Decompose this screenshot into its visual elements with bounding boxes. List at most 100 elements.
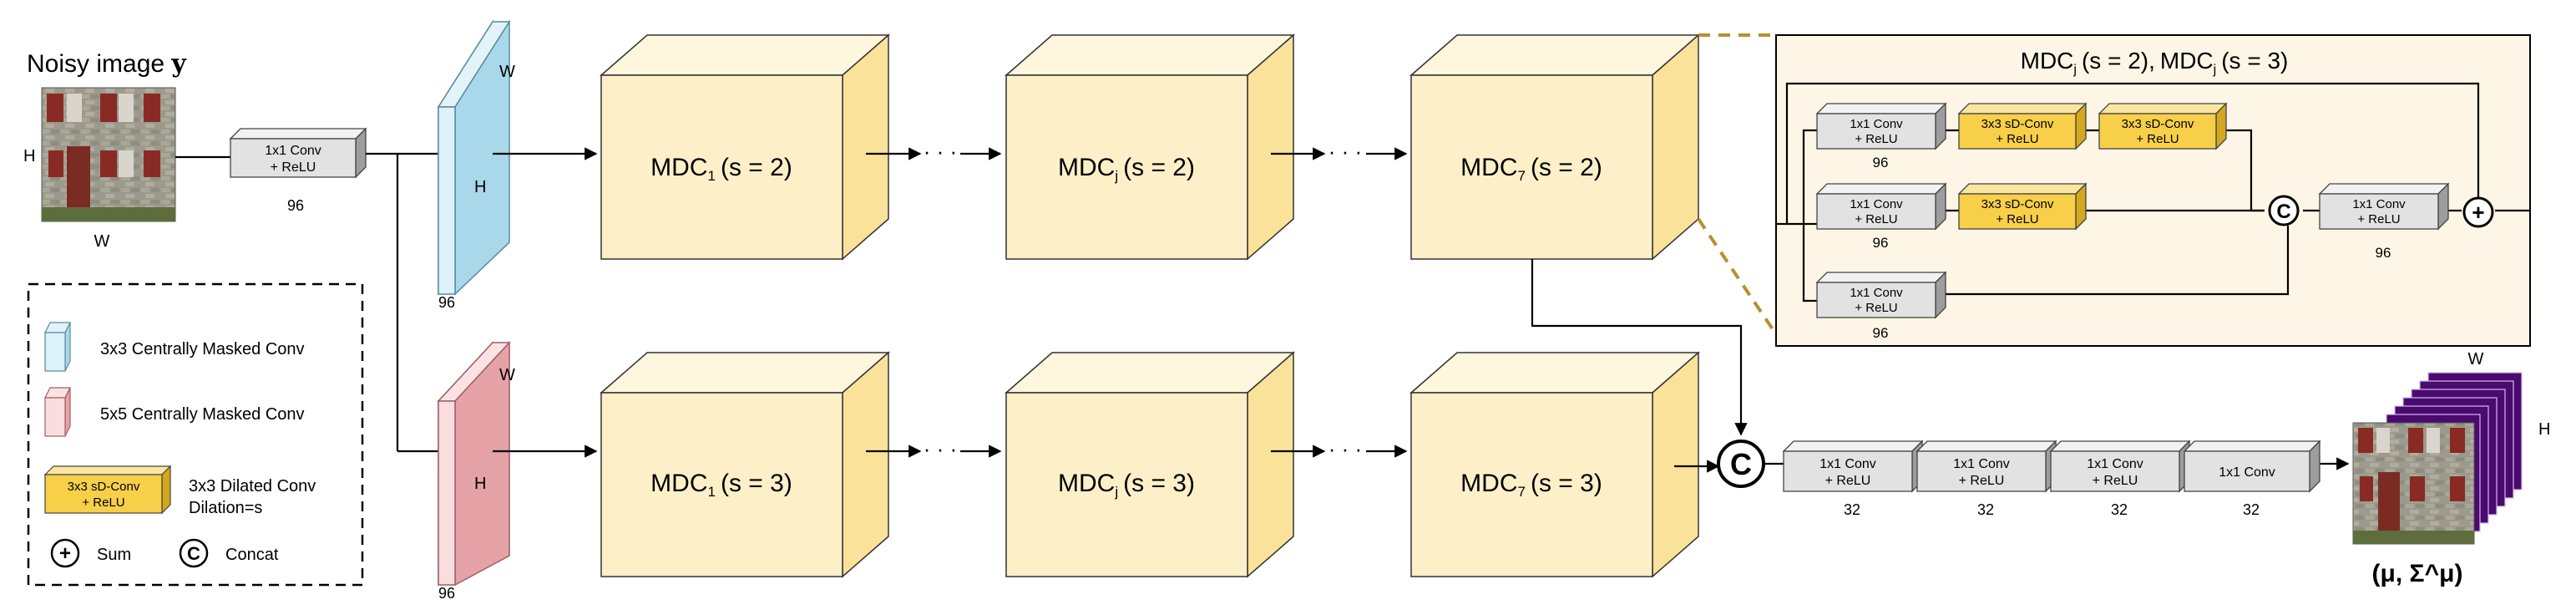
- mdc-block-bottom-j: MDCj(s = 3): [1005, 351, 1295, 578]
- stem-label-line1: 1x1 Conv: [265, 144, 321, 158]
- masked-conv-top: H W 96: [437, 19, 515, 311]
- svg-text:+ ReLU: + ReLU: [82, 496, 124, 510]
- legend-item-sum: + Sum: [50, 538, 131, 568]
- svg-text:C: C: [1730, 447, 1752, 481]
- detail-conv1x1-row2: 1x1 Conv + ReLU 96: [1815, 182, 1947, 251]
- head-concat-icon: C: [1717, 440, 1765, 488]
- svg-text:Dilation=s: Dilation=s: [189, 499, 262, 517]
- svg-text:1x1 Conv: 1x1 Conv: [1850, 117, 1903, 131]
- dots-bottom-1: · · ·: [924, 436, 957, 461]
- output-h-label: H: [2538, 420, 2550, 439]
- stem-branch-edges: [366, 152, 443, 453]
- detail-panel-title: MDCj(s = 2),MDCj(s = 3): [2021, 48, 2289, 77]
- svg-text:+ ReLU: + ReLU: [2357, 212, 2400, 226]
- detail-conv1x1-row3: 1x1 Conv + ReLU 96: [1815, 271, 1947, 341]
- svg-text:C: C: [2276, 201, 2290, 223]
- masked-bottom-channels: 96: [438, 585, 455, 602]
- svg-text:96: 96: [2376, 245, 2391, 261]
- svg-text:96: 96: [1873, 235, 1889, 251]
- mdc-block-bottom-1: MDC1(s = 3): [600, 351, 890, 578]
- svg-text:+: +: [59, 542, 71, 565]
- svg-text:Sum: Sum: [97, 546, 131, 564]
- svg-text:32: 32: [2111, 501, 2128, 518]
- svg-text:3x3 sD-Conv: 3x3 sD-Conv: [1981, 197, 2054, 211]
- svg-text:3x3 Dilated Conv: 3x3 Dilated Conv: [189, 477, 316, 496]
- masked-top-channels: 96: [438, 294, 455, 311]
- mdc-block-bottom-7: MDC7(s = 3): [1409, 351, 1700, 578]
- svg-text:+ ReLU: + ReLU: [1855, 132, 1897, 146]
- masked-top-w-label: W: [499, 63, 515, 81]
- detail-concat-icon: C: [2268, 195, 2300, 226]
- edge-top-mdc7-to-concat: [1531, 259, 1748, 436]
- legend-item-concat: C Concat: [179, 538, 279, 568]
- svg-text:+ ReLU: + ReLU: [2136, 132, 2179, 146]
- masked-conv-bottom: H W 96: [437, 341, 515, 602]
- svg-text:+ ReLU: + ReLU: [1855, 212, 1897, 226]
- svg-text:1x1 Conv: 1x1 Conv: [2219, 465, 2275, 480]
- output-w-label: W: [2468, 350, 2484, 368]
- mdc-block-top-7: MDC7(s = 2): [1409, 33, 1700, 261]
- svg-text:3x3 sD-Conv: 3x3 sD-Conv: [2122, 117, 2194, 131]
- svg-text:+ ReLU: + ReLU: [2093, 474, 2138, 488]
- masked-bottom-h-label: H: [474, 475, 486, 493]
- svg-text:+ ReLU: + ReLU: [1996, 212, 2038, 226]
- mdc-bottom-7-label: MDC7(s = 3): [1460, 470, 1602, 500]
- output-stack: W H (μ, Σ^μ): [2352, 350, 2550, 587]
- legend-item-5x5-masked: 5x5 Centrally Masked Conv: [44, 387, 305, 437]
- noisy-image-thumbnail: [41, 87, 176, 222]
- mdc-row-connectors: [866, 147, 1408, 458]
- dots-bottom-2: · · ·: [1328, 436, 1362, 461]
- legend-item-3x3-masked: 3x3 Centrally Masked Conv: [44, 322, 305, 372]
- svg-text:32: 32: [1844, 501, 1860, 518]
- head-layer-3: 1x1 Conv + ReLU 32: [2049, 440, 2191, 518]
- mdc-top-7-label: MDC7(s = 2): [1460, 154, 1602, 184]
- detail-panel-edges: [1776, 82, 2530, 302]
- svg-text:1x1 Conv: 1x1 Conv: [1819, 457, 1876, 471]
- detail-sum-icon: +: [2462, 196, 2494, 228]
- svg-text:1x1 Conv: 1x1 Conv: [1850, 286, 1903, 300]
- detail-conv1x1-row1: 1x1 Conv + ReLU 96: [1815, 102, 1947, 170]
- svg-text:3x3 sD-Conv: 3x3 sD-Conv: [1981, 117, 2054, 131]
- svg-text:3x3 sD-Conv: 3x3 sD-Conv: [68, 480, 140, 494]
- masked-bottom-w-label: W: [499, 366, 515, 384]
- stem-conv-block: 1x1 Conv + ReLU 96: [229, 127, 367, 214]
- head-layer-1: 1x1 Conv + ReLU 32: [1782, 440, 1924, 518]
- input-w-label: W: [94, 232, 110, 251]
- input-title: Noisy image y: [27, 49, 187, 79]
- svg-text:+ ReLU: + ReLU: [1825, 474, 1871, 488]
- mdc-bottom-1-label: MDC1(s = 3): [650, 470, 792, 500]
- svg-text:3x3 Centrally Masked Conv: 3x3 Centrally Masked Conv: [100, 340, 305, 358]
- svg-text:C: C: [187, 543, 200, 564]
- input-h-label: H: [23, 147, 35, 165]
- head-layer-4: 1x1 Conv 32: [2183, 440, 2321, 518]
- zoom-line-bottom: [1697, 217, 1778, 336]
- detail-conv1x1-final: 1x1 Conv + ReLU 96: [2318, 182, 2450, 261]
- svg-text:5x5 Centrally Masked Conv: 5x5 Centrally Masked Conv: [100, 405, 305, 424]
- input-section: Noisy image y H W: [23, 49, 187, 251]
- svg-text:Concat: Concat: [225, 546, 279, 564]
- dots-top-1: · · ·: [924, 139, 957, 164]
- mdc-bottom-j-label: MDCj(s = 3): [1058, 470, 1195, 500]
- mdc-top-1-label: MDC1(s = 2): [650, 154, 792, 184]
- svg-text:+ ReLU: + ReLU: [1855, 301, 1897, 315]
- mdc-block-top-j: MDCj(s = 2): [1005, 33, 1295, 261]
- svg-text:1x1 Conv: 1x1 Conv: [2087, 457, 2143, 471]
- head-layer-2: 1x1 Conv + ReLU 32: [1916, 440, 2057, 518]
- masked-top-h-label: H: [474, 178, 486, 196]
- svg-text:1x1 Conv: 1x1 Conv: [2352, 197, 2406, 211]
- mdc-detail-panel: MDCj(s = 2),MDCj(s = 3) 1x1 Conv +: [1775, 34, 2531, 347]
- dots-top-2: · · ·: [1328, 139, 1362, 164]
- output-formula: (μ, Σ^μ): [2372, 560, 2463, 587]
- svg-text:1x1 Conv: 1x1 Conv: [1850, 197, 1903, 211]
- mdc-top-j-label: MDCj(s = 2): [1058, 154, 1195, 184]
- mdc-block-top-1: MDC1(s = 2): [600, 33, 890, 261]
- svg-text:+ ReLU: + ReLU: [1959, 474, 2005, 488]
- svg-text:+ ReLU: + ReLU: [1996, 132, 2038, 146]
- svg-text:96: 96: [1873, 325, 1889, 341]
- detail-dilated-row1-b: 3x3 sD-Conv + ReLU: [2098, 102, 2228, 150]
- stem-label-line2: + ReLU: [271, 160, 316, 175]
- svg-text:96: 96: [1873, 155, 1889, 170]
- svg-text:1x1 Conv: 1x1 Conv: [1953, 457, 2010, 471]
